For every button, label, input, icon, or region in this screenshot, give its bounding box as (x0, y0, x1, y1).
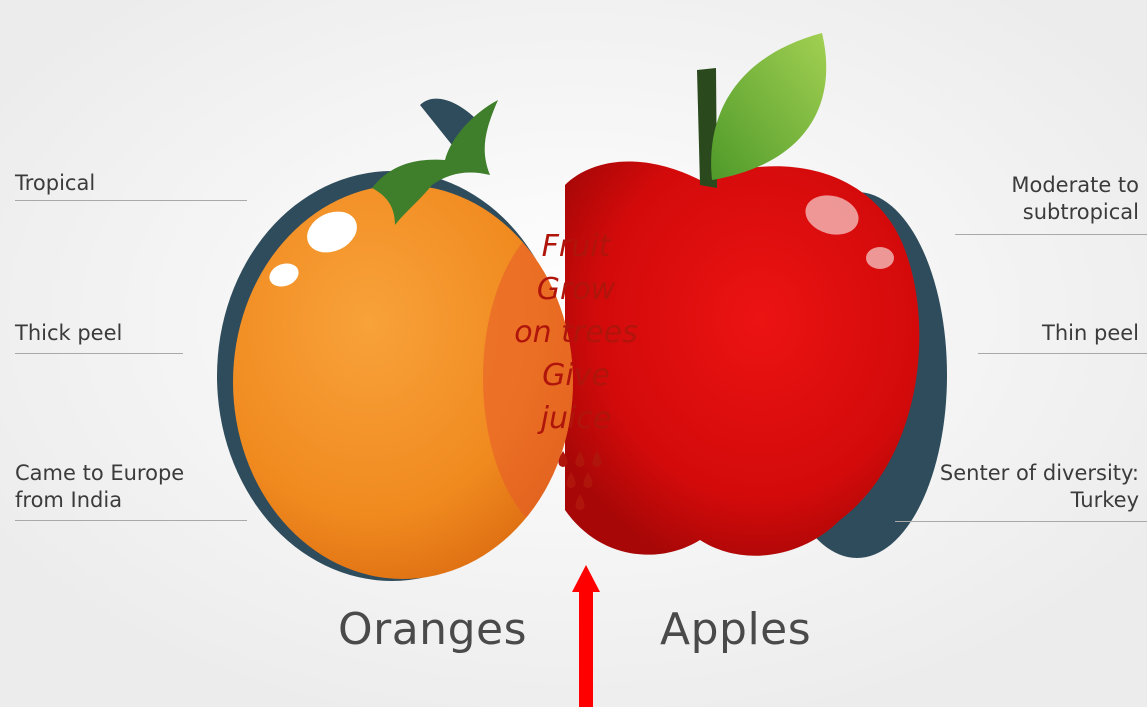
apples-title: Apples (660, 602, 811, 658)
apple-trait-climate: Moderate to subtropical (1011, 172, 1139, 226)
orange-trait-origin: Came to Europe from India (15, 460, 184, 514)
apple-trait-origin: Senter of diversity: Turkey (940, 460, 1139, 514)
divider-line (15, 353, 183, 354)
oranges-title: Oranges (338, 602, 527, 658)
shared-trait: juice (492, 397, 660, 440)
orange-trait-peel: Thick peel (15, 320, 122, 347)
apple-highlight-small (866, 247, 894, 269)
shared-traits: Fruit Grow on trees Give juice (492, 225, 660, 440)
orange-trait-climate: Tropical (15, 170, 95, 197)
divider-line (895, 521, 1147, 522)
apple-trait-peel: Thin peel (1042, 320, 1139, 347)
divider-line (15, 520, 247, 521)
shared-trait: on trees (492, 311, 660, 354)
shared-trait: Fruit (492, 225, 660, 268)
divider-line (978, 353, 1147, 354)
divider-line (15, 200, 247, 201)
shared-trait: Grow (492, 268, 660, 311)
shared-trait: Give (492, 354, 660, 397)
divider-line (955, 234, 1147, 235)
